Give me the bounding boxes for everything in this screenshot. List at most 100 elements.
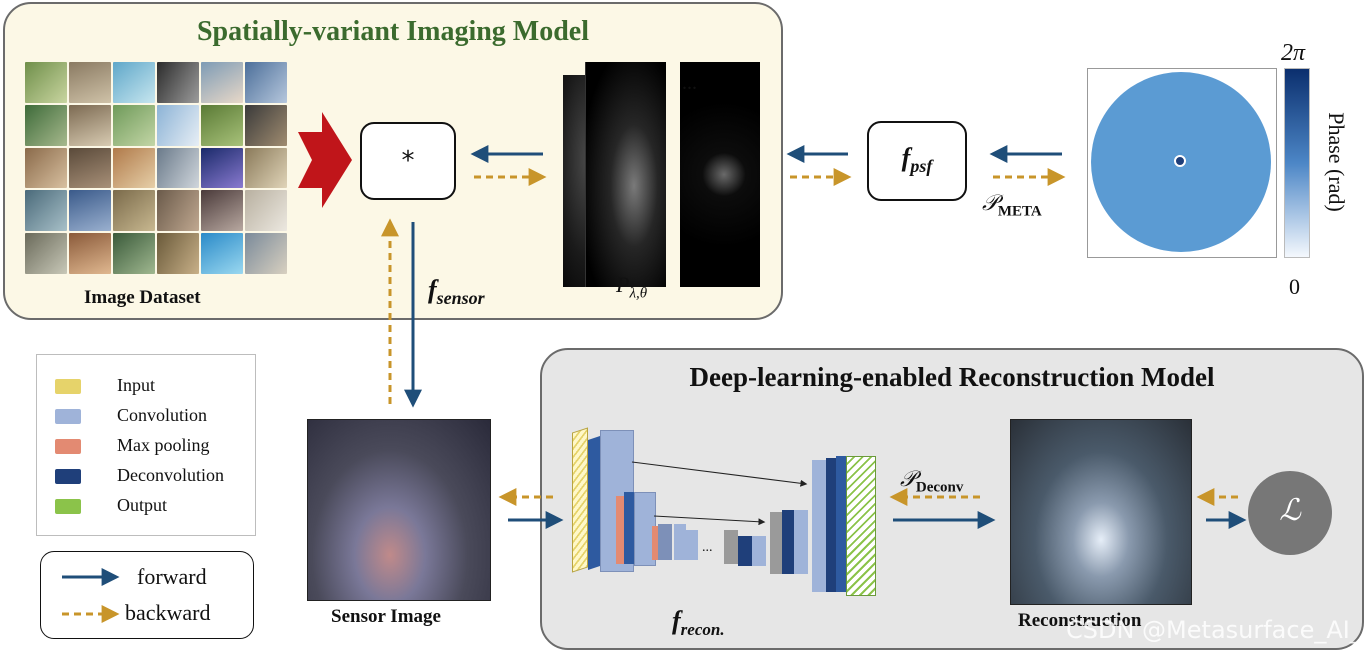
dataset-tile (157, 104, 199, 146)
unet-conv-layer-4 (674, 524, 686, 560)
unet-pool-layer-2 (652, 526, 658, 560)
fpsf-box: fpsf (867, 121, 967, 201)
image-dataset-grid (25, 62, 287, 274)
dataset-tile (25, 104, 67, 146)
unet-conv-layer-6 (752, 536, 766, 566)
dataset-tile (25, 233, 67, 274)
unet-deconv-layer-1 (738, 536, 752, 566)
imaging-model-title: Spatially-variant Imaging Model (196, 16, 589, 47)
dataset-tile (201, 62, 243, 103)
meta-label-main: 𝒫 (982, 190, 998, 215)
frecon-label: frecon. (672, 606, 725, 640)
unet-conv-layer-7 (794, 510, 808, 574)
fpsf-label: fpsf (869, 143, 965, 177)
legend-item-max-pooling: Max pooling (37, 435, 255, 459)
dataset-tile (245, 104, 287, 146)
dataset-tile (157, 190, 199, 232)
deconv-label-main: 𝒫 (900, 466, 916, 491)
reconstruction-image (1010, 419, 1192, 605)
backward-label: backward (125, 600, 211, 625)
legend-swatch-input (55, 379, 81, 394)
dataset-tile (245, 233, 287, 274)
legend-label-convolution: Convolution (117, 405, 208, 425)
fsensor-label: fsensor (428, 275, 485, 309)
unet-skip-connection-1 (631, 461, 808, 487)
unet-output-layer (846, 456, 876, 596)
dataset-tile (245, 190, 287, 232)
unet-conv-edge-3 (836, 456, 846, 592)
psf-stack-label-sub: λ,θ (629, 285, 648, 302)
meta-label: 𝒫META (982, 190, 1042, 220)
dataset-tile (69, 233, 111, 274)
unet-conv-layer-3 (658, 524, 672, 560)
direction-legend: forward backward (40, 551, 254, 639)
unet-skip-connection-2 (653, 515, 766, 526)
legend-swatch-output (55, 499, 81, 514)
dataset-tile (25, 62, 67, 103)
dataset-to-conv-arrow (298, 112, 352, 208)
dataset-tile (69, 147, 111, 189)
legend-swatch-convolution (55, 409, 81, 424)
dataset-tile (69, 104, 111, 146)
fsensor-label-main: f (428, 275, 437, 304)
dataset-tile (25, 190, 67, 232)
legend-label-output: Output (117, 495, 168, 515)
dataset-tile (69, 62, 111, 103)
frecon-label-sub: recon. (680, 620, 725, 640)
forward-label: forward (137, 564, 207, 589)
unet-bottleneck-dots: ... (702, 540, 713, 555)
legend-label-deconvolution: Deconvolution (117, 465, 224, 485)
reconstruction-model-panel: Deep-learning-enabled Reconstruction Mod… (540, 348, 1364, 650)
layer-legend: Input Convolution Max pooling Deconvolut… (36, 354, 256, 536)
dataset-tile (25, 147, 67, 189)
convolution-symbol: * (401, 146, 415, 176)
psf-image-last (680, 62, 760, 287)
legend-swatch-max-pooling (55, 439, 81, 454)
fpsf-label-sub: psf (910, 156, 933, 177)
dataset-tile (113, 104, 155, 146)
psf-image-front (585, 62, 666, 287)
psf-stack-label-main: P (616, 272, 630, 297)
unet-concat-layer-2 (770, 512, 782, 574)
unet-conv-layer-8 (812, 460, 826, 592)
dataset-tile (69, 190, 111, 232)
loss-node: ℒ (1248, 471, 1332, 555)
dataset-tile (201, 104, 243, 146)
watermark-text: CSDN @Metasurface_AI_ (1066, 616, 1362, 644)
sensor-image (307, 419, 491, 601)
dataset-tile (245, 147, 287, 189)
meta-label-sub: META (997, 203, 1042, 220)
unet-pool-layer-1 (616, 496, 624, 564)
unet-deconv-layer-2 (782, 510, 794, 574)
deconv-label: 𝒫Deconv (900, 466, 963, 496)
convolution-operator-box: * (360, 122, 456, 200)
psf-ellipsis: ... (682, 72, 697, 94)
dataset-tile (113, 147, 155, 189)
dataset-tile (113, 233, 155, 274)
legend-swatch-deconvolution (55, 469, 81, 484)
fsensor-label-sub: sensor (436, 288, 485, 309)
unet-concat-layer (724, 530, 738, 564)
reconstruction-model-title: Deep-learning-enabled Reconstruction Mod… (689, 362, 1215, 392)
sensor-image-label: Sensor Image (331, 606, 441, 627)
phase-map-frame (1087, 68, 1277, 258)
fpsf-label-main: f (901, 143, 911, 172)
image-dataset-label: Image Dataset (84, 287, 201, 308)
psf-stack-label: Pλ,θ (616, 272, 647, 302)
legend-label-input: Input (117, 375, 155, 395)
dataset-tile (157, 147, 199, 189)
unet-conv-layer-5 (686, 530, 698, 560)
dataset-tile (201, 233, 243, 274)
unet-conv-edge-2 (624, 492, 634, 564)
phase-colorbar (1284, 68, 1310, 258)
frecon-label-main: f (672, 606, 681, 635)
dataset-tile (157, 233, 199, 274)
legend-item-input: Input (37, 375, 255, 399)
colorbar-max-label: 2π (1281, 40, 1306, 66)
dataset-tile (201, 190, 243, 232)
legend-item-deconvolution: Deconvolution (37, 465, 255, 489)
legend-item-output: Output (37, 495, 255, 519)
reconstruction-label: Reconstruction (1018, 610, 1142, 631)
dataset-tile (245, 62, 287, 103)
